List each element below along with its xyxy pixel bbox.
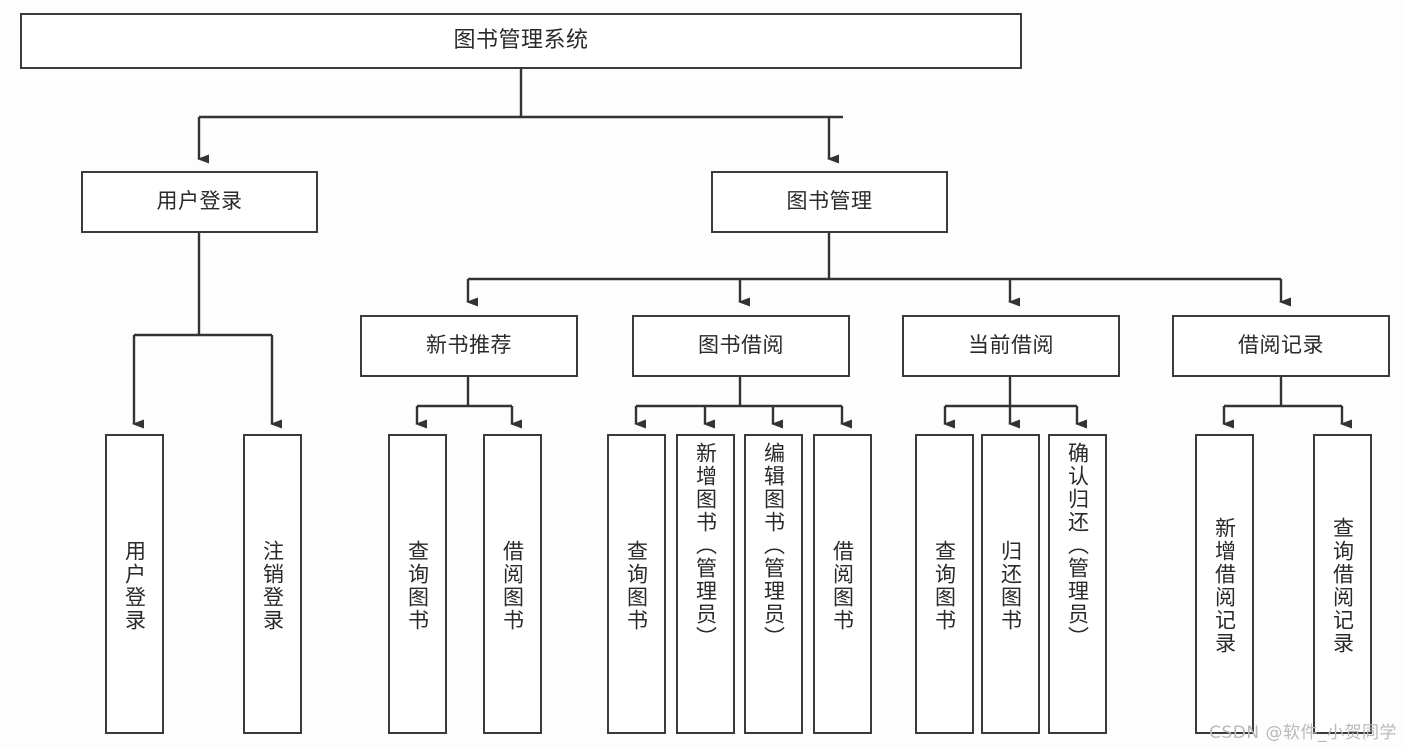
leaf-current-confirm-return-admin[interactable]: 确认归还（管理员）: [1048, 434, 1107, 734]
node-label: 编辑图书（管理员）: [761, 442, 786, 649]
node-current-borrow[interactable]: 当前借阅: [902, 315, 1120, 377]
leaf-record-query[interactable]: 查询借阅记录: [1313, 434, 1372, 734]
node-label: 查询图书: [624, 540, 649, 632]
node-book-borrow[interactable]: 图书借阅: [632, 315, 850, 377]
leaf-borrow-add-book-admin[interactable]: 新增图书（管理员）: [676, 434, 735, 734]
node-label: 新增图书（管理员）: [693, 442, 718, 649]
leaf-new-book-borrow[interactable]: 借阅图书: [483, 434, 542, 734]
leaf-borrow-query-book[interactable]: 查询图书: [607, 434, 666, 734]
node-user-login[interactable]: 用户登录: [81, 171, 318, 233]
node-borrow-records[interactable]: 借阅记录: [1172, 315, 1390, 377]
node-label: 图书管理: [786, 189, 873, 214]
node-label: 归还图书: [998, 540, 1023, 632]
leaf-current-query-book[interactable]: 查询图书: [915, 434, 974, 734]
node-book-management[interactable]: 图书管理: [711, 171, 948, 233]
node-label: 用户登录: [156, 189, 243, 214]
node-label: 借阅图书: [500, 540, 525, 632]
node-label: 借阅图书: [830, 540, 855, 632]
node-label: 图书管理系统: [453, 27, 589, 53]
leaf-record-add[interactable]: 新增借阅记录: [1195, 434, 1254, 734]
node-label: 查询图书: [405, 540, 430, 632]
node-label: 新书推荐: [426, 333, 512, 358]
leaf-borrow-borrow-book[interactable]: 借阅图书: [813, 434, 872, 734]
node-new-book-recommend[interactable]: 新书推荐: [360, 315, 578, 377]
node-label: 新增借阅记录: [1212, 517, 1237, 655]
node-label: 查询借阅记录: [1330, 517, 1355, 655]
leaf-user-login[interactable]: 用户登录: [105, 434, 164, 734]
node-label: 查询图书: [932, 540, 957, 632]
node-label: 借阅记录: [1238, 333, 1324, 358]
node-label: 注销登录: [260, 540, 285, 632]
node-label: 确认归还（管理员）: [1065, 442, 1090, 649]
leaf-current-return-book[interactable]: 归还图书: [981, 434, 1040, 734]
leaf-new-book-query[interactable]: 查询图书: [388, 434, 447, 734]
node-root-system[interactable]: 图书管理系统: [20, 13, 1022, 69]
node-label: 当前借阅: [968, 333, 1054, 358]
node-label: 图书借阅: [698, 333, 784, 358]
leaf-borrow-edit-book-admin[interactable]: 编辑图书（管理员）: [744, 434, 803, 734]
leaf-user-logout[interactable]: 注销登录: [243, 434, 302, 734]
node-label: 用户登录: [122, 540, 147, 632]
watermark: CSDN @软件_小贺同学: [1209, 723, 1397, 743]
